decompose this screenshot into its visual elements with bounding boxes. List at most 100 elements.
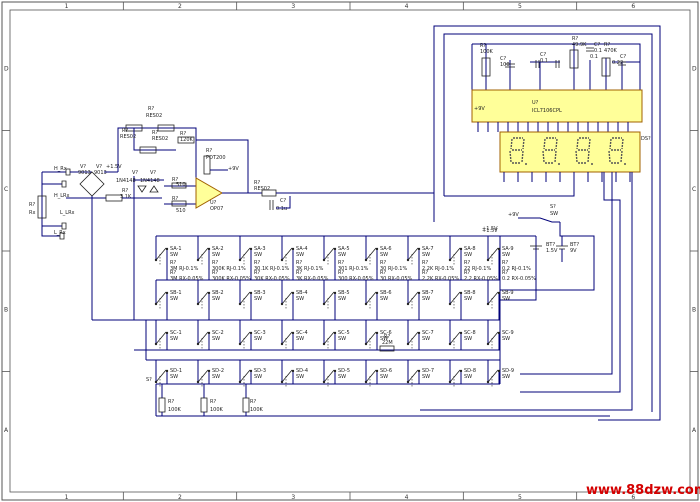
r510b-ref: R? xyxy=(172,196,178,202)
switch-node xyxy=(417,369,421,373)
switch-contact xyxy=(323,291,335,305)
resistor-100k-bottom xyxy=(242,397,250,413)
c01b-value: 0.1 xyxy=(594,48,602,54)
bt2-ref: BT? xyxy=(570,242,579,248)
rout-value: RES02 xyxy=(254,186,270,192)
watermark-text: www.88dzw.com xyxy=(586,483,700,498)
opamp-op07 xyxy=(195,177,224,209)
switch-sb-type: SW xyxy=(380,296,388,302)
resistor-100k-bottom xyxy=(200,397,208,413)
switch-sa-type: SW xyxy=(464,252,472,258)
c100-value: 100 xyxy=(500,62,510,68)
switch-node xyxy=(154,342,158,346)
switch-node xyxy=(486,380,490,384)
resistor-b-value: 30 RX-0.05% xyxy=(380,276,413,282)
switch-sd-label: SD-5 xyxy=(338,368,350,374)
display-ref: DS? xyxy=(641,136,651,142)
switch-node xyxy=(207,291,211,295)
resistor-b-ref: R? xyxy=(338,270,344,276)
switch-contact xyxy=(197,369,209,383)
switch-contact xyxy=(155,369,167,383)
resistor-res02-c xyxy=(139,146,157,154)
switch-node xyxy=(333,247,337,251)
resistor-a-value: 301 RJ-0.1% xyxy=(338,266,369,272)
switch-node xyxy=(448,380,452,384)
adc-section: R? 100K C? 100 C? 0.1 R? 49.9K C? 0.1 R?… xyxy=(420,25,661,421)
resistor-a-value: 300K RJ-0.1% xyxy=(212,266,246,272)
input-section: R? Rx H_Rx H_LRx L_LRx L_Rx V? 9013 V? 9… xyxy=(29,106,435,320)
resistor-a-ref: R? xyxy=(296,260,302,266)
icl7106-chip xyxy=(471,89,643,123)
switch-contact xyxy=(365,291,377,305)
rb2-ref: R? xyxy=(210,399,216,405)
switch-sc-label: SC-4 xyxy=(296,330,308,336)
switch-sa-type: SW xyxy=(380,252,388,258)
switch-sb-type: SW xyxy=(254,296,262,302)
seven-seg-segment xyxy=(510,138,513,150)
switch-node xyxy=(375,247,379,251)
switch-contact xyxy=(407,369,419,383)
seven-seg-segment xyxy=(609,138,612,150)
resistor-b-value: 30K RX-0.05% xyxy=(254,276,290,282)
switch-sd-label: SD-1 xyxy=(170,368,182,374)
switch-node xyxy=(291,331,295,335)
switch-sa-label: SA-9 xyxy=(502,246,514,252)
switch-sb-label: SB-9 xyxy=(502,290,514,296)
switch-node xyxy=(364,302,368,306)
battery-section: +9V S? SW BT? 1.5V BT? 9V +1.5V xyxy=(482,204,595,282)
switch-sb-type: SW xyxy=(338,296,346,302)
frame-col-top-1: 1 xyxy=(65,3,69,10)
switch-node xyxy=(322,302,326,306)
c01a-ref: C? xyxy=(540,52,546,58)
switch-sb-label: SB-7 xyxy=(422,290,434,296)
seven-seg-segment xyxy=(608,150,611,163)
inner-frame xyxy=(9,9,691,493)
switch-sd-label: SD-2 xyxy=(212,368,224,374)
switch-node xyxy=(249,247,253,251)
switch-node xyxy=(322,342,326,346)
switch-node xyxy=(333,291,337,295)
c01b-ref: C? xyxy=(594,42,600,48)
c022-value: 0.22 xyxy=(612,60,623,66)
decimal-point xyxy=(624,163,626,165)
switch-sc-label: SC-8 xyxy=(464,330,476,336)
seven-seg-segment xyxy=(621,138,624,150)
switch-sc-label: SC-2 xyxy=(212,330,224,336)
switch-contact xyxy=(487,331,499,345)
switch-node xyxy=(280,258,284,262)
switch-node xyxy=(291,369,295,373)
r120k-ref: R? xyxy=(180,131,186,137)
wire xyxy=(420,172,633,411)
switch-node xyxy=(417,291,421,295)
frame-col-bottom-3: 3 xyxy=(291,494,295,501)
resistor-b-ref: R? xyxy=(464,270,470,276)
rx-value: Rx xyxy=(29,210,35,216)
seven-seg-segment xyxy=(521,150,524,163)
resistor-a-value: 2.2K RJ-0.1% xyxy=(422,266,454,272)
switch-contact xyxy=(365,369,377,383)
resistor-b-value: 3M RX-0.05% xyxy=(170,276,204,282)
frame-row-left-C: C xyxy=(4,186,8,193)
switch-node xyxy=(406,258,410,262)
cout-ref: C? xyxy=(280,198,286,204)
switch-sc-type: SW xyxy=(212,336,220,342)
switch-node xyxy=(333,369,337,373)
switch-sd-label: SD-4 xyxy=(296,368,308,374)
switch-contact xyxy=(239,331,251,345)
res02b-value: RES02 xyxy=(120,134,136,140)
res02a-ref: R? xyxy=(148,106,154,112)
switch-sc-type: SW xyxy=(422,336,430,342)
resistor-res02-b xyxy=(157,124,175,132)
resistor-b-ref: R? xyxy=(422,270,428,276)
switch-sb-type: SW xyxy=(422,296,430,302)
switch-sb-label: SB-8 xyxy=(464,290,476,296)
switch-node xyxy=(364,342,368,346)
switch-node xyxy=(165,247,169,251)
r510a-value: 510 xyxy=(176,182,186,188)
resistor-a-ref: R? xyxy=(254,260,260,266)
opamp-ref: U? xyxy=(210,200,217,206)
switch-node xyxy=(165,369,169,373)
switch-sd-type: SW xyxy=(502,374,510,380)
switch-node xyxy=(154,380,158,384)
